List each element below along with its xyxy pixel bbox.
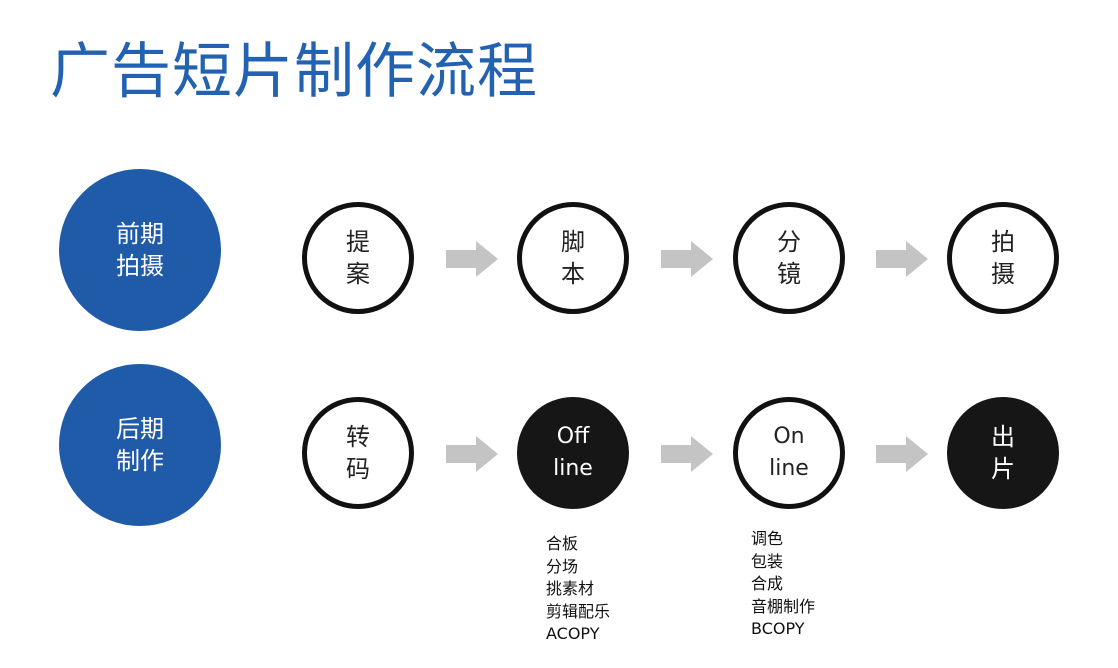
step-label: line [553, 456, 593, 481]
step-label: 片 [991, 455, 1015, 483]
step-label: 案 [346, 260, 370, 288]
arrow-right-icon [446, 436, 498, 472]
note-item: 挑素材 [546, 579, 595, 598]
note-item: ACOPY [546, 624, 600, 643]
arrow-right-icon [661, 241, 713, 277]
phase-label: 制作 [116, 447, 164, 475]
step-transcode: 转码 [302, 397, 414, 509]
phase-label: 拍摄 [116, 252, 164, 280]
note-item: 包装 [751, 551, 784, 571]
step-label: line [769, 456, 809, 481]
step-label: 提 [346, 228, 370, 256]
step-label: 拍 [991, 228, 1015, 256]
phase-preproduction: 前期 拍摄 [59, 169, 221, 331]
step-label: On [773, 424, 805, 449]
step-script: 脚本 [517, 202, 629, 314]
step-label: Off [556, 424, 590, 449]
step-storyboard: 分镜 [733, 202, 845, 314]
note-item: 分场 [546, 556, 579, 576]
note-item: 合板 [546, 534, 579, 553]
step-label: 分 [777, 228, 801, 256]
step-label: 码 [346, 455, 370, 483]
step-label: 出 [991, 423, 1015, 451]
phase-label: 后期 [116, 415, 164, 443]
step-release: 出片 [947, 397, 1059, 509]
arrow-right-icon [876, 436, 928, 472]
step-shooting: 拍摄 [947, 202, 1059, 314]
arrow-right-icon [446, 241, 498, 277]
step-label: 转 [346, 423, 370, 451]
step-offline: Off line [517, 397, 629, 509]
phase-postproduction: 后期 制作 [59, 364, 221, 526]
note-item: BCOPY [751, 619, 805, 638]
note-item: 音棚制作 [751, 596, 816, 616]
online-notes: 调色 包装 合成 音棚制作 BCOPY [751, 528, 815, 641]
note-item: 剪辑配乐 [546, 601, 611, 621]
arrow-right-icon [661, 436, 713, 472]
step-proposal: 提案 [302, 202, 414, 314]
step-online: On line [733, 397, 845, 509]
step-label: 镜 [777, 260, 801, 288]
slide-title: 广告短片制作流程 [50, 37, 538, 107]
note-item: 调色 [751, 529, 784, 548]
arrow-right-icon [876, 241, 928, 277]
step-label: 摄 [991, 260, 1015, 288]
phase-label: 前期 [116, 220, 164, 248]
step-label: 脚 [561, 228, 585, 256]
step-label: 本 [561, 260, 585, 288]
note-item: 合成 [751, 574, 784, 593]
offline-notes: 合板 分场 挑素材 剪辑配乐 ACOPY [546, 533, 610, 646]
